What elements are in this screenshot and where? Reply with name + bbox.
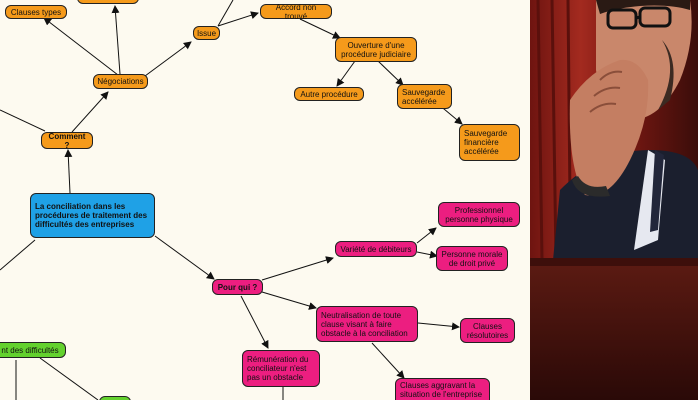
edge-issue-accord <box>217 11 259 27</box>
node-neutralisation: Neutralisation de toute clause visant à … <box>316 306 418 342</box>
node-negociations: Négociations <box>93 74 148 89</box>
node-professionnel: Professionnel personne physique <box>438 202 520 227</box>
node-issue: Issue <box>193 26 220 40</box>
node-clauses-aggravant: Clauses aggravant la situation de l'entr… <box>395 378 490 400</box>
edge-variete-personne-morale <box>416 250 438 259</box>
edge-comment-negociations <box>71 91 109 133</box>
node-top-partial <box>77 0 139 4</box>
node-sauvegarde-financiere: Sauvegarde financière accélérée <box>459 124 520 161</box>
edge-difficultes-right <box>39 357 99 400</box>
node-clauses-resolutoires: Clauses résolutoires <box>460 318 515 343</box>
edge-pourqui-remuneration <box>240 295 269 349</box>
edge-ouverture-autre <box>336 60 356 87</box>
node-green-partial <box>99 396 131 400</box>
edge-negociations-top <box>111 5 121 75</box>
edge-neutralisation-clauses-aggravant <box>371 342 405 379</box>
node-accord-non-trouve: Accord non trouvé <box>260 3 332 21</box>
edge-pourqui-neutralisation <box>261 291 317 310</box>
node-sauvegarde-acceleree: Sauvegarde accélérée <box>397 84 452 109</box>
concept-map-edges <box>0 0 463 400</box>
edge-conciliation-left <box>0 239 36 271</box>
node-ouverture-procedure: Ouverture d'une procédure judiciaire <box>335 37 417 62</box>
node-comment: Comment ? <box>41 132 93 150</box>
edge-negociations-issue <box>144 41 192 77</box>
edge-issue-top <box>217 0 234 27</box>
node-traitement-difficultes: nt des difficultés <box>0 342 66 358</box>
speaker-photo-illustration <box>530 0 698 400</box>
edge-conciliation-comment <box>64 149 73 194</box>
node-variete-debiteurs: Variété de débiteurs <box>335 241 417 257</box>
edge-neutralisation-clauses-resolutoires <box>417 322 460 331</box>
concept-map: Clauses types Issue Accord non trouvé Né… <box>0 0 520 400</box>
edge-negociations-clauses-types <box>43 17 119 76</box>
node-personne-morale: Personne morale de droit privé <box>436 246 508 271</box>
edge-variete-professionnel <box>416 227 437 244</box>
node-autre-procedure: Autre procédure <box>294 87 364 101</box>
edge-ouverture-sauvegarde <box>377 60 404 86</box>
edge-pourqui-variete <box>261 256 334 281</box>
node-conciliation-root: La conciliation dans les procédures de t… <box>30 193 155 238</box>
edge-conciliation-pourqui <box>154 235 215 280</box>
node-pour-qui: Pour qui ? <box>212 279 263 295</box>
node-clauses-types: Clauses types <box>5 5 67 19</box>
edge-accord-ouverture <box>299 18 341 39</box>
edge-comment-left <box>0 109 46 132</box>
speaker-photo <box>530 0 698 400</box>
node-remuneration: Rémunération du conciliateur n'est pas u… <box>242 350 320 387</box>
